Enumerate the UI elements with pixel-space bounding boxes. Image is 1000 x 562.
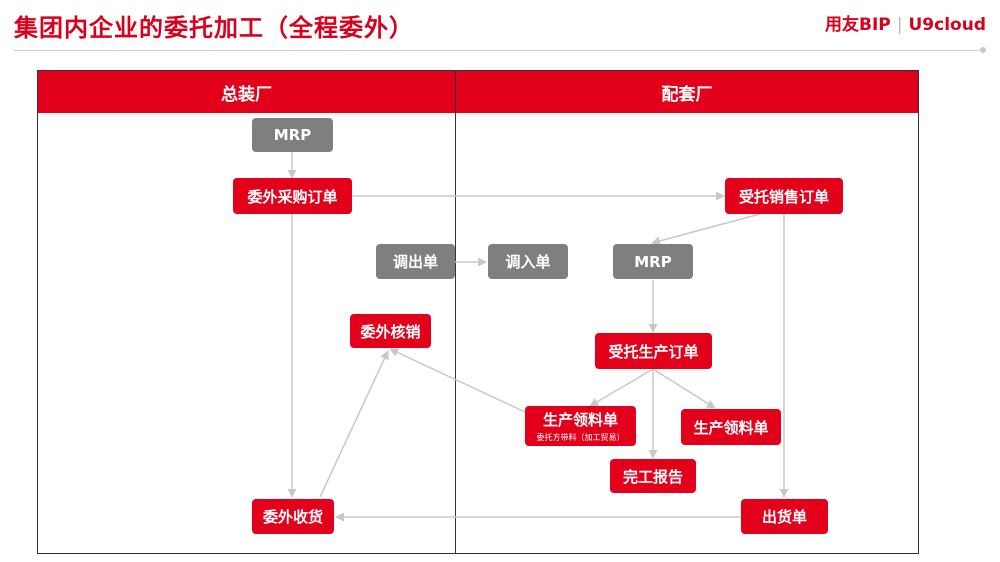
- arrow-receipt-to-write-off: [319, 350, 389, 498]
- node-mrp-assembly: MRP: [252, 118, 333, 152]
- node-outsourcing-receipt: 委外收货: [252, 499, 334, 534]
- swimlane-divider: [455, 70, 456, 554]
- lane-header-assembly-plant: 总装厂: [38, 71, 455, 113]
- node-transfer-out: 调出单: [376, 244, 455, 279]
- node-material-requisition: 生产领料单: [681, 409, 781, 445]
- logo-brand-bip: 用友BIP: [825, 15, 891, 35]
- node-outsourcing-purchase-order: 委外采购订单: [233, 178, 352, 214]
- arrow-prod-to-pick2: [652, 368, 716, 409]
- node-material-requisition-consigned: 生产领料单 委托方带料（加工贸易）: [525, 406, 636, 446]
- node-outsourcing-write-off: 委外核销: [350, 314, 431, 348]
- title-underline: [14, 50, 982, 51]
- node-shipment: 出货单: [741, 499, 828, 534]
- lane-header-supplier-plant: 配套厂: [456, 71, 918, 113]
- arrow-sales-to-mrp: [651, 213, 761, 246]
- swimlane-frame: [37, 70, 919, 554]
- node-material-requisition-label: 生产领料单: [542, 411, 618, 429]
- brand-logo: 用友BIP|U9cloud: [825, 10, 986, 35]
- page-title: 集团内企业的委托加工（全程委外）: [14, 14, 414, 42]
- arrow-pick1-to-write-off: [389, 348, 526, 413]
- title-underline-dot: [980, 47, 986, 53]
- logo-brand-u9cloud: U9cloud: [908, 15, 987, 35]
- node-mrp-supplier: MRP: [613, 244, 693, 279]
- node-completion-report: 完工报告: [610, 459, 696, 493]
- arrow-prod-to-pick1: [589, 368, 654, 407]
- logo-separator: |: [896, 15, 903, 35]
- node-consigned-sales-order: 受托销售订单: [725, 178, 843, 214]
- node-consigned-production-order: 受托生产订单: [595, 333, 712, 369]
- node-transfer-in: 调入单: [488, 244, 568, 279]
- node-material-requisition-note: 委托方带料（加工贸易）: [536, 433, 625, 442]
